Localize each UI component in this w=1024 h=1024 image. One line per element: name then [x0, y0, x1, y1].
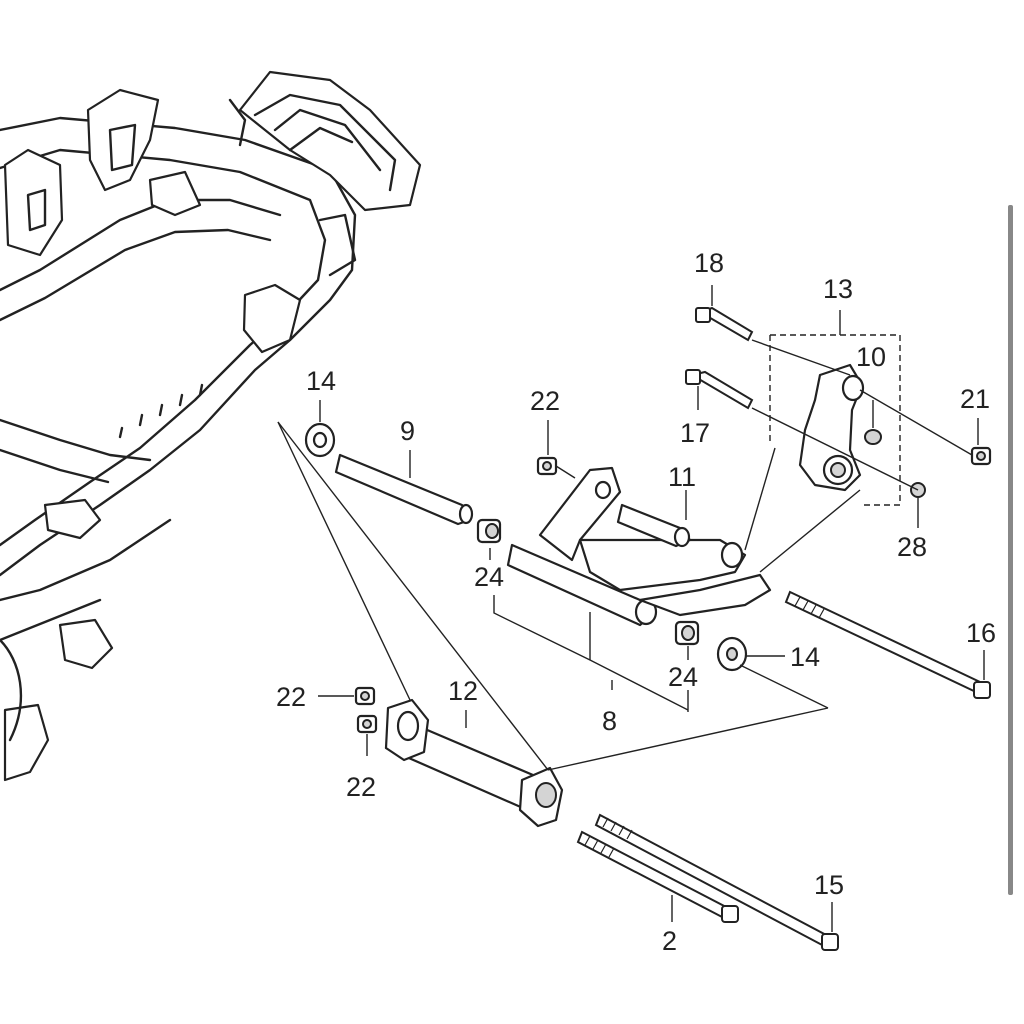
callout-22-upper: 22 [530, 386, 560, 416]
callout-15: 15 [814, 870, 844, 900]
bushing-24-upper [476, 518, 502, 544]
callout-2: 2 [662, 926, 677, 956]
callout-10: 10 [856, 342, 886, 372]
callout-14-lower: 14 [790, 642, 820, 672]
nut-10 [864, 429, 882, 445]
callout-22-mid: 22 [276, 682, 306, 712]
callout-28: 28 [897, 532, 927, 562]
bolt-15 [594, 813, 839, 951]
collar-9 [334, 453, 474, 526]
nut-22-upper [536, 456, 558, 476]
bracket-13 [769, 334, 901, 506]
callout-18: 18 [694, 248, 724, 278]
bolt-2 [576, 830, 739, 923]
scrollbar[interactable] [1008, 205, 1013, 895]
bushing-24-lower [674, 620, 700, 646]
callout-22-lower: 22 [346, 772, 376, 802]
callout-11: 11 [668, 462, 696, 492]
nut-21 [970, 446, 992, 466]
callout-12: 12 [448, 676, 478, 706]
tube-12 [384, 698, 564, 828]
callout-16: 16 [966, 618, 996, 648]
callout-14-upper: 14 [306, 366, 336, 396]
callout-24-upper: 24 [474, 562, 504, 592]
callouts: 18 13 10 21 14 9 22 17 11 28 24 16 14 24… [276, 248, 996, 956]
bolt-18 [695, 306, 754, 342]
collar-11 [616, 503, 692, 548]
callout-13: 13 [823, 274, 853, 304]
callout-9: 9 [400, 416, 415, 446]
leader-lines [277, 285, 985, 932]
callout-24-lower: 24 [668, 662, 698, 692]
washer-14-upper [304, 422, 336, 458]
main-frame [0, 70, 422, 782]
nut-22-mid [354, 686, 376, 706]
callout-17: 17 [680, 418, 710, 448]
link-8 [506, 466, 772, 627]
callout-21: 21 [960, 384, 990, 414]
washer-14-lower [716, 636, 748, 672]
nut-22-lower [356, 714, 378, 734]
bolt-16 [784, 590, 991, 699]
callout-8: 8 [602, 706, 617, 736]
bolt-17 [685, 369, 754, 410]
